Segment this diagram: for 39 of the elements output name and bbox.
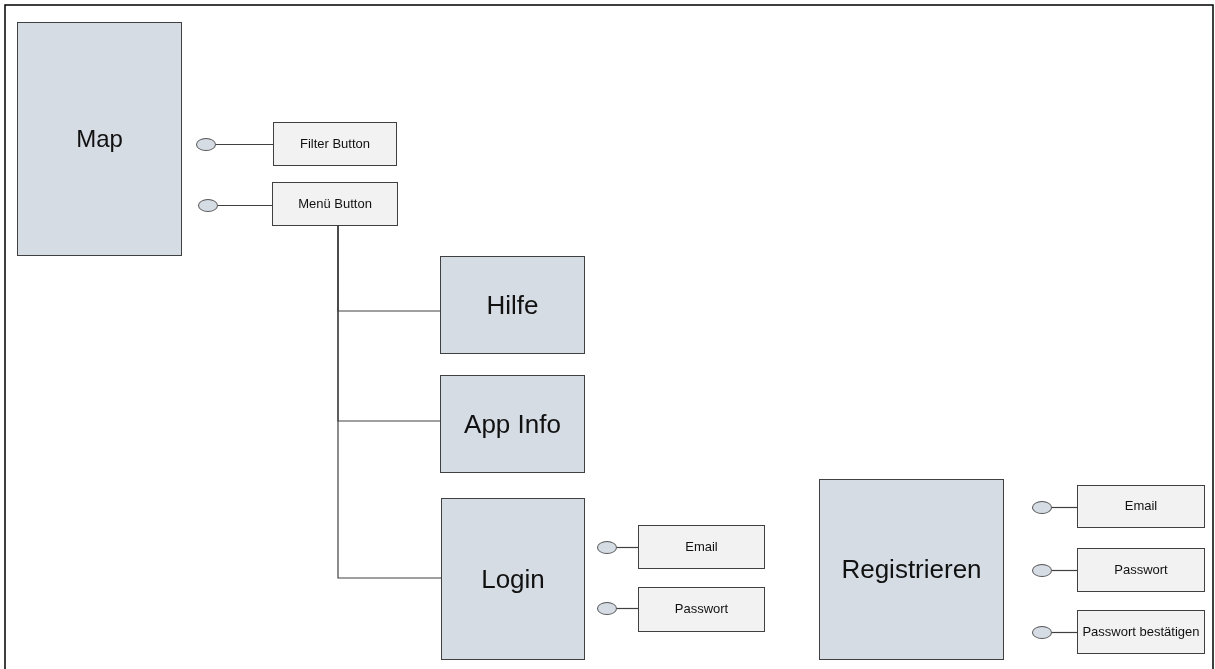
box-label: Email [1123,499,1159,514]
interface-circle [1032,501,1052,514]
screen-box [441,498,585,660]
interface-circle [597,541,617,554]
box-label: Passwort [1113,562,1169,578]
box-label: Passwort bestätigen [1081,624,1201,640]
button-box [638,587,765,632]
interface-circle [1032,564,1052,577]
box-label: Registrieren [840,554,983,585]
box-label: Login [480,563,546,595]
interface-circle [597,602,617,615]
connector-line [1051,569,1078,572]
box-label: Passwort [673,602,730,617]
connector-line [215,143,274,146]
interface-circle [1032,626,1052,639]
box-label: Menü Button [297,196,373,212]
screen-box [440,256,585,354]
button-box [1077,548,1205,592]
connector-line [217,204,273,207]
screen-box [440,375,585,473]
screen-box [17,22,182,256]
button-box [272,182,398,226]
button-box [1077,610,1205,654]
connector-line [616,607,639,610]
connector-line [616,546,639,549]
interface-circle [198,199,218,212]
button-box [273,122,397,166]
box-label: Filter Button [298,136,372,152]
interface-circle [196,138,216,151]
connector-line [1051,631,1078,634]
button-box [1077,485,1205,528]
box-label: Hilfe [485,289,540,321]
box-label: App Info [463,408,562,440]
screen-box [819,479,1004,660]
button-box [638,525,765,569]
connector-line [337,225,442,579]
box-label: Map [75,125,124,153]
connector-line [1051,506,1078,509]
box-label: Email [684,539,719,555]
